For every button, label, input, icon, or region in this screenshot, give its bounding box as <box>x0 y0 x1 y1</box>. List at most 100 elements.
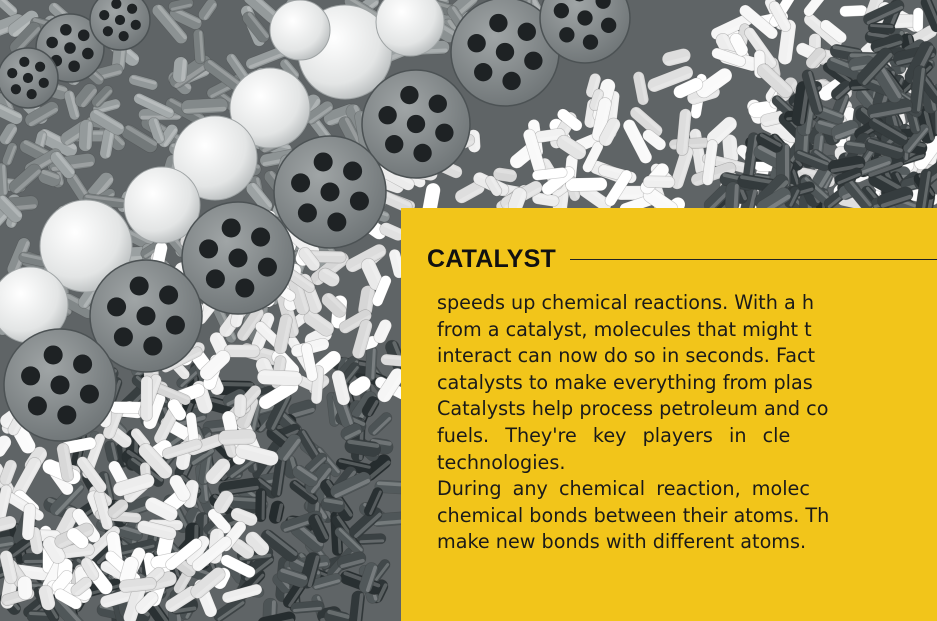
white-pellet <box>739 4 779 40</box>
white-pellet <box>598 117 621 147</box>
white-pellet <box>17 575 33 601</box>
gray-pellet <box>192 28 206 65</box>
dark-pellet <box>902 123 930 154</box>
white-pellet <box>137 520 177 541</box>
dark-pellet <box>288 399 317 419</box>
ceramic-sphere <box>269 0 331 61</box>
white-pellet <box>190 567 226 599</box>
white-pellet <box>0 515 17 535</box>
white-pellet <box>744 27 777 69</box>
white-pellet <box>839 4 868 18</box>
white-pellet <box>70 576 93 597</box>
perforated-ring <box>89 0 151 51</box>
white-pellet <box>199 350 231 381</box>
dark-pellet <box>268 500 285 524</box>
perforated-ring <box>539 0 631 64</box>
white-pellet <box>701 139 719 186</box>
gray-pellet <box>0 122 18 146</box>
gray-pellet <box>50 151 76 179</box>
white-pellet <box>331 369 351 406</box>
dark-pellet <box>864 137 905 160</box>
body-line: interact can now do so in seconds. Fact <box>437 344 816 368</box>
dark-pellet <box>330 471 372 499</box>
dark-pellet <box>320 496 346 513</box>
dark-pellet <box>363 487 384 517</box>
dark-pellet <box>255 488 267 523</box>
perforated-catalyst-rings <box>0 0 631 442</box>
gray-pellet <box>9 163 42 195</box>
white-pellet <box>298 247 321 272</box>
white-pellet <box>233 393 247 418</box>
gray-pellet <box>169 7 203 30</box>
white-pellet <box>165 538 203 571</box>
dark-pellet <box>260 529 299 562</box>
white-pellet <box>696 67 733 99</box>
gray-pellet <box>74 83 98 108</box>
dark-pellet <box>834 167 863 186</box>
dark-pellet <box>213 596 246 621</box>
panel-heading: CATALYST <box>427 244 556 273</box>
white-pellet <box>371 275 392 307</box>
gray-pellet <box>99 127 116 160</box>
gray-pellet <box>0 194 23 223</box>
heading-rule <box>569 258 937 260</box>
body-line: fuels. They're key players in cle <box>437 423 791 447</box>
gray-pellet <box>242 11 270 43</box>
dark-pellet <box>866 98 913 120</box>
white-pellet <box>647 65 694 93</box>
gray-pellet <box>0 162 9 197</box>
dark-pellet <box>877 186 914 209</box>
white-pellet <box>0 435 12 458</box>
dark-pellet <box>867 22 896 35</box>
dark-pellet <box>292 464 319 487</box>
white-pellet <box>42 536 66 564</box>
gray-pellet <box>180 97 229 115</box>
white-pellet <box>604 169 633 207</box>
white-pellet <box>118 577 157 593</box>
gray-pellet <box>91 85 114 108</box>
gray-pellet <box>198 0 218 21</box>
dark-pellet <box>348 506 383 539</box>
ceramic-sphere <box>39 199 133 293</box>
white-pellet <box>629 106 663 137</box>
white-pellet <box>221 583 263 604</box>
white-pellet <box>912 7 924 33</box>
gray-pellet <box>133 93 175 119</box>
white-pellet <box>38 584 56 611</box>
white-pellet <box>673 77 704 99</box>
dark-pellet <box>49 480 85 516</box>
white-pellet <box>777 19 797 65</box>
body-line: technologies. <box>437 450 566 474</box>
perforated-ring <box>361 69 471 179</box>
white-pellet <box>819 19 847 44</box>
white-pellet <box>66 527 89 549</box>
gray-pellet <box>128 74 159 91</box>
white-pellet <box>803 0 830 17</box>
white-pellet <box>256 369 303 387</box>
white-pellet <box>0 459 18 486</box>
white-pellet <box>642 175 676 189</box>
white-pellet <box>675 108 692 156</box>
dark-pellet <box>909 65 927 114</box>
white-pellet <box>221 410 238 435</box>
white-pellet <box>191 536 232 572</box>
white-pellet <box>76 456 107 493</box>
gray-pellet <box>78 119 94 152</box>
white-pellet <box>112 473 155 497</box>
dark-pellet <box>830 119 860 141</box>
dark-pellet <box>863 0 905 26</box>
white-pellet <box>54 588 83 610</box>
white-pellet <box>138 443 173 480</box>
dark-pellet <box>357 533 387 545</box>
dark-pellet <box>290 522 324 553</box>
ceramic-spheres <box>0 0 445 344</box>
white-pellet <box>80 557 100 581</box>
white-pellet <box>642 129 667 151</box>
white-pellet <box>670 145 694 190</box>
dark-pellet <box>364 346 378 382</box>
white-pellet <box>231 538 255 560</box>
white-pellet <box>805 47 827 69</box>
white-pellet <box>213 490 234 514</box>
